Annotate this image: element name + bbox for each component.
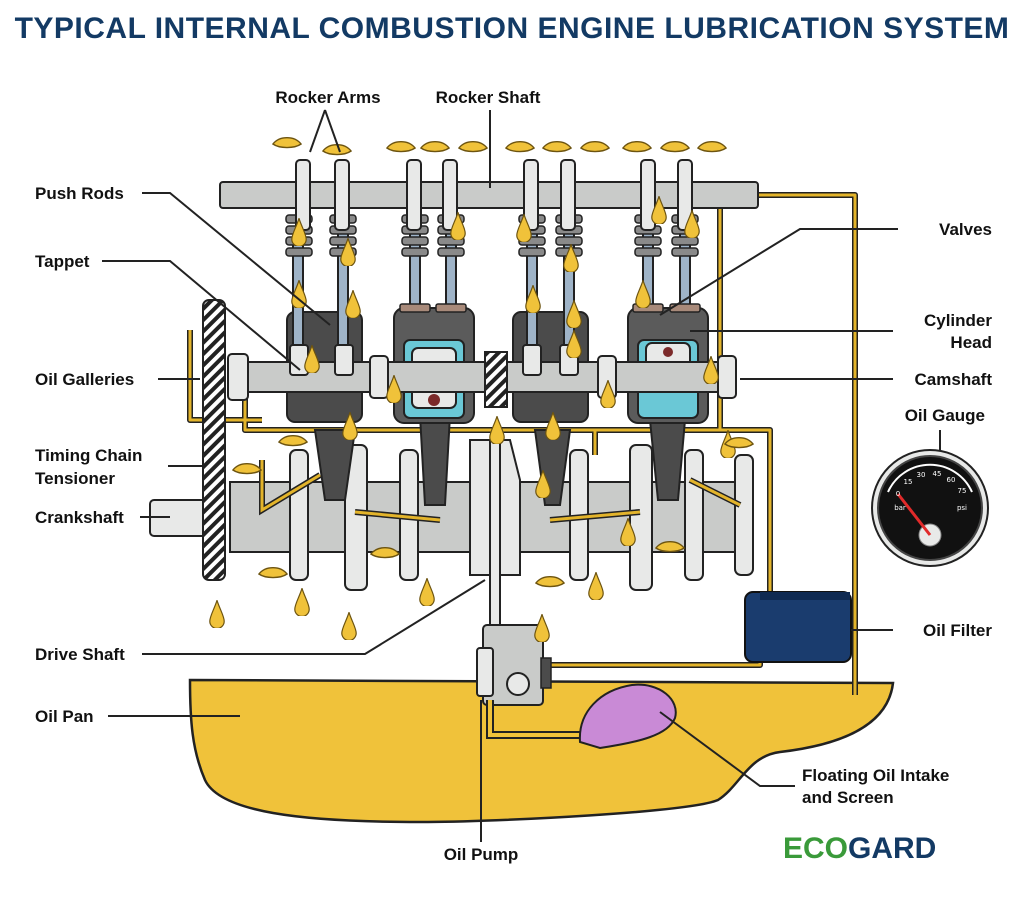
label-rocker-shaft: Rocker Shaft xyxy=(436,88,541,107)
gauge-unit-bar: bar xyxy=(894,504,906,512)
oil-pan xyxy=(188,678,895,824)
gauge-tick: 45 xyxy=(933,470,942,478)
label-oil-pan: Oil Pan xyxy=(35,707,94,726)
diagram-title: TYPICAL INTERNAL COMBUSTION ENGINE LUBRI… xyxy=(14,12,1010,45)
label-timing-chain: Timing Chain xyxy=(35,446,142,465)
gauge-tick: 30 xyxy=(917,471,926,479)
label-valves: Valves xyxy=(939,220,992,239)
label-and-screen: and Screen xyxy=(802,788,894,807)
label-tensioner: Tensioner xyxy=(35,469,115,488)
label-tappet: Tappet xyxy=(35,252,90,271)
svg-text:ECOGARD: ECOGARD xyxy=(783,832,936,865)
timing-chain xyxy=(202,299,226,581)
labels: Rocker Arms Rocker Shaft Push Rods Tappe… xyxy=(35,88,992,864)
rocker-arms xyxy=(295,159,693,231)
leader-lines xyxy=(102,109,898,787)
gauge-tick: 60 xyxy=(947,476,956,484)
label-rocker-arms: Rocker Arms xyxy=(275,88,380,107)
floating-intake xyxy=(578,683,677,750)
gauge-tick: 0 xyxy=(896,490,900,498)
label-oil-filter: Oil Filter xyxy=(923,621,992,640)
gauge-needle-icon xyxy=(896,493,932,536)
label-cylinder: Cylinder xyxy=(924,311,992,330)
gauge-unit-psi: psi xyxy=(957,504,967,512)
label-camshaft: Camshaft xyxy=(915,370,993,389)
label-floating-intake: Floating Oil Intake xyxy=(802,766,949,785)
label-head: Head xyxy=(950,333,992,352)
logo-eco: ECO xyxy=(783,832,848,865)
gauge-tick: 15 xyxy=(904,478,913,486)
label-oil-pump: Oil Pump xyxy=(444,845,519,864)
drive-gear xyxy=(484,351,508,408)
logo-gard: GARD xyxy=(848,832,936,865)
gauge-scale: 0 15 30 45 60 75 bar psi xyxy=(894,470,967,512)
label-drive-shaft: Drive Shaft xyxy=(35,645,125,664)
oil-gauge xyxy=(871,430,989,567)
label-oil-galleries: Oil Galleries xyxy=(35,370,134,389)
label-push-rods: Push Rods xyxy=(35,184,124,203)
label-oil-gauge: Oil Gauge xyxy=(905,406,985,425)
oil-filter xyxy=(744,591,852,663)
ecogard-logo: ECOGARD xyxy=(783,832,936,865)
gauge-tick: 75 xyxy=(958,487,967,495)
label-crankshaft: Crankshaft xyxy=(35,508,124,527)
